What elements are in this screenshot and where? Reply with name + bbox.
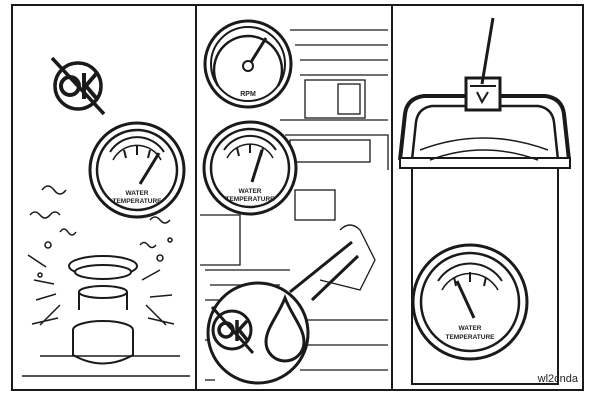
water-temperature-gauge: WATER TEMPERATURE xyxy=(413,245,527,359)
tachometer-icon: RPM xyxy=(205,21,291,107)
gauge-label-line1: WATER xyxy=(239,188,262,195)
gauge-label-line1: WATER xyxy=(459,325,482,332)
gauge-label-line1: WATER xyxy=(126,190,149,197)
tach-label: RPM xyxy=(240,91,256,98)
gauge-label-line2: TEMPERATURE xyxy=(226,196,276,203)
inset-circle xyxy=(208,283,308,383)
gauge-label-line2: TEMPERATURE xyxy=(446,334,496,341)
gauge-label-line2: TEMPERATURE xyxy=(113,198,163,205)
tach-hub xyxy=(243,61,253,71)
figure-code: wl2cnda xyxy=(537,373,579,385)
water-temperature-gauge: WATER TEMPERATURE xyxy=(204,122,296,214)
water-temperature-gauge: WATER TEMPERATURE xyxy=(90,123,184,217)
